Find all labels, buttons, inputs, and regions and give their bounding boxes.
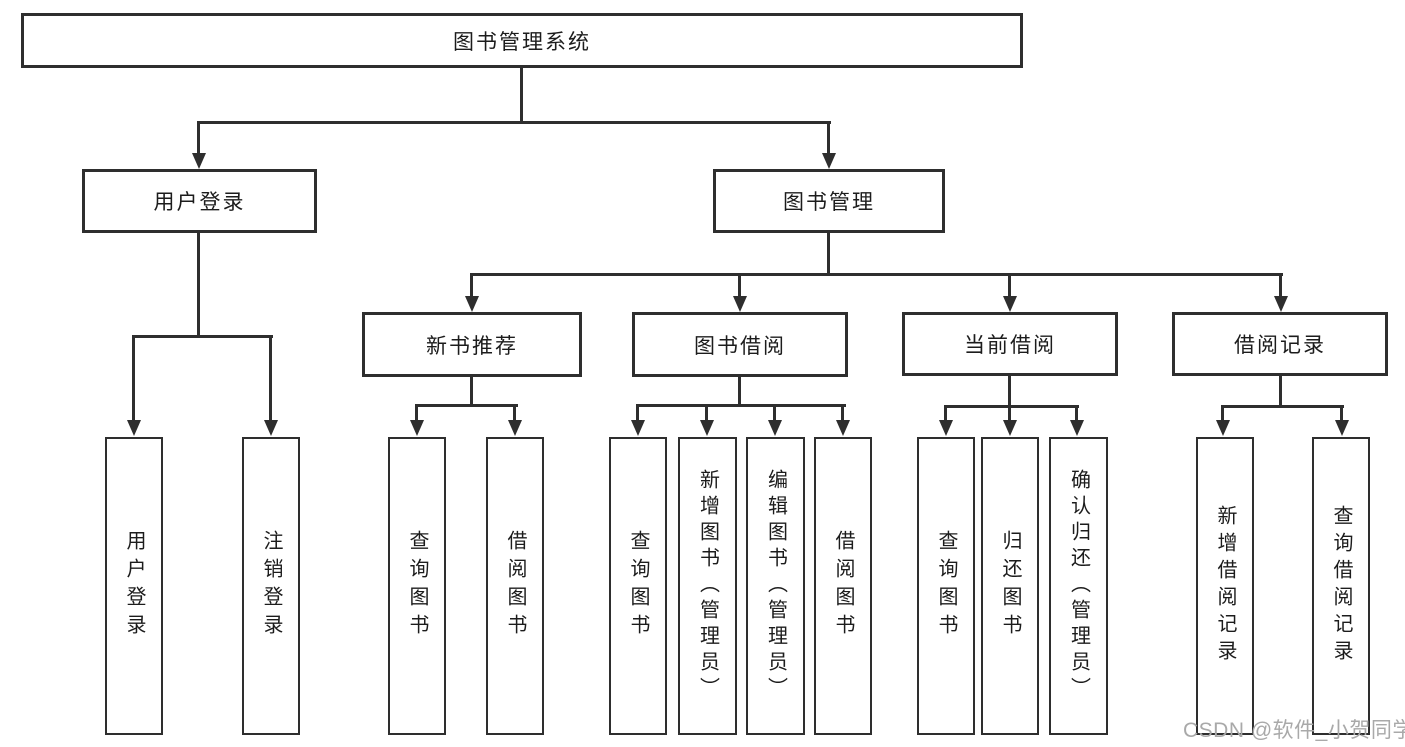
connector-line bbox=[1340, 408, 1343, 420]
node-leaf-query-book-rec-label: 查询图书 bbox=[406, 530, 428, 642]
connector-line bbox=[415, 404, 518, 407]
node-leaf-add-book: 新增图书（管理员） bbox=[678, 437, 737, 735]
watermark: CSDN @软件_小贺同学 bbox=[1183, 719, 1405, 742]
arrowhead-down-icon bbox=[508, 420, 522, 436]
node-current-borrow: 当前借阅 bbox=[902, 312, 1118, 376]
connector-line bbox=[197, 121, 831, 124]
connector-line bbox=[1279, 376, 1282, 407]
node-leaf-query-borrow-record: 查询借阅记录 bbox=[1312, 437, 1370, 735]
node-leaf-add-book-label: 新增图书（管理员） bbox=[696, 469, 719, 703]
node-leaf-edit-book-label: 编辑图书（管理员） bbox=[764, 469, 787, 703]
arrowhead-down-icon bbox=[768, 420, 782, 436]
node-leaf-confirm-return-label: 确认归还（管理员） bbox=[1067, 469, 1090, 703]
connector-line bbox=[944, 408, 947, 420]
connector-line bbox=[197, 233, 200, 337]
connector-line bbox=[636, 407, 639, 420]
arrowhead-down-icon bbox=[127, 420, 141, 436]
connector-line bbox=[738, 276, 741, 297]
node-leaf-query-book-current: 查询图书 bbox=[917, 437, 975, 735]
node-book-mgmt-label: 图书管理 bbox=[783, 191, 875, 214]
node-root-label: 图书管理系统 bbox=[453, 30, 591, 54]
connector-line bbox=[1279, 276, 1282, 297]
connector-line bbox=[827, 124, 830, 154]
connector-line bbox=[1008, 408, 1011, 420]
connector-line bbox=[269, 338, 272, 420]
arrowhead-down-icon bbox=[822, 153, 836, 169]
arrowhead-down-icon bbox=[700, 420, 714, 436]
node-leaf-edit-book: 编辑图书（管理员） bbox=[746, 437, 805, 735]
node-user-login-label: 用户登录 bbox=[153, 191, 246, 214]
connector-line bbox=[470, 377, 473, 406]
node-book-mgmt: 图书管理 bbox=[713, 169, 945, 233]
node-leaf-query-book-borrow: 查询图书 bbox=[609, 437, 667, 735]
connector-line bbox=[841, 407, 844, 420]
connector-line bbox=[1008, 376, 1011, 407]
arrowhead-down-icon bbox=[1003, 296, 1017, 312]
node-borrow-records: 借阅记录 bbox=[1172, 312, 1388, 376]
node-leaf-query-book-rec: 查询图书 bbox=[388, 437, 446, 735]
node-leaf-user-login-label: 用户登录 bbox=[123, 530, 145, 642]
connector-line bbox=[520, 68, 523, 124]
node-leaf-borrow-book-borrow-label: 借阅图书 bbox=[832, 530, 854, 642]
arrowhead-down-icon bbox=[939, 420, 953, 436]
connector-line bbox=[132, 338, 135, 420]
node-leaf-borrow-book-rec-label: 借阅图书 bbox=[504, 530, 526, 642]
arrowhead-down-icon bbox=[1274, 296, 1288, 312]
arrowhead-down-icon bbox=[631, 420, 645, 436]
arrowhead-down-icon bbox=[192, 153, 206, 169]
arrowhead-down-icon bbox=[836, 420, 850, 436]
node-leaf-logout: 注销登录 bbox=[242, 437, 300, 735]
connector-line bbox=[944, 405, 1079, 408]
node-leaf-confirm-return: 确认归还（管理员） bbox=[1049, 437, 1108, 735]
arrowhead-down-icon bbox=[1335, 420, 1349, 436]
connector-line bbox=[705, 407, 708, 420]
connector-line bbox=[132, 335, 273, 338]
node-leaf-user-login: 用户登录 bbox=[105, 437, 163, 735]
node-leaf-return-book-label: 归还图书 bbox=[999, 530, 1021, 642]
arrowhead-down-icon bbox=[733, 296, 747, 312]
node-leaf-borrow-book-borrow: 借阅图书 bbox=[814, 437, 872, 735]
node-leaf-borrow-book-rec: 借阅图书 bbox=[486, 437, 544, 735]
node-leaf-add-borrow-record: 新增借阅记录 bbox=[1196, 437, 1254, 735]
node-new-book-rec: 新书推荐 bbox=[362, 312, 582, 377]
connector-line bbox=[1008, 276, 1011, 297]
node-borrow-records-label: 借阅记录 bbox=[1234, 334, 1326, 357]
connector-line bbox=[470, 276, 473, 297]
connector-line bbox=[738, 377, 741, 406]
connector-line bbox=[513, 407, 516, 420]
arrowhead-down-icon bbox=[264, 420, 278, 436]
arrowhead-down-icon bbox=[1070, 420, 1084, 436]
connector-line bbox=[1221, 405, 1344, 408]
arrowhead-down-icon bbox=[1003, 420, 1017, 436]
node-user-login: 用户登录 bbox=[82, 169, 317, 233]
node-root: 图书管理系统 bbox=[21, 13, 1023, 68]
connector-line bbox=[1075, 408, 1078, 420]
connector-line bbox=[197, 124, 200, 154]
node-leaf-add-borrow-record-label: 新增借阅记录 bbox=[1214, 505, 1236, 667]
connector-line bbox=[1221, 408, 1224, 420]
connector-line bbox=[773, 407, 776, 420]
arrowhead-down-icon bbox=[465, 296, 479, 312]
node-leaf-query-book-borrow-label: 查询图书 bbox=[627, 530, 649, 642]
connector-line bbox=[636, 404, 846, 407]
node-leaf-query-book-current-label: 查询图书 bbox=[935, 530, 957, 642]
node-new-book-rec-label: 新书推荐 bbox=[426, 334, 518, 358]
node-current-borrow-label: 当前借阅 bbox=[964, 334, 1056, 357]
connector-line bbox=[470, 273, 1283, 276]
node-book-borrow-label: 图书借阅 bbox=[694, 334, 786, 358]
node-leaf-query-borrow-record-label: 查询借阅记录 bbox=[1330, 505, 1352, 667]
node-leaf-return-book: 归还图书 bbox=[981, 437, 1039, 735]
connector-line bbox=[415, 407, 418, 420]
connector-line bbox=[827, 233, 830, 275]
arrowhead-down-icon bbox=[410, 420, 424, 436]
arrowhead-down-icon bbox=[1216, 420, 1230, 436]
node-leaf-logout-label: 注销登录 bbox=[260, 530, 282, 642]
node-book-borrow: 图书借阅 bbox=[632, 312, 848, 377]
